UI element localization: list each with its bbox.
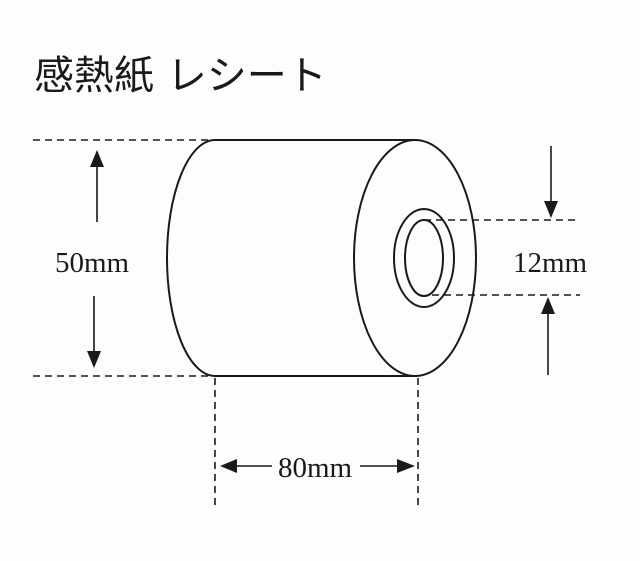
core-inner xyxy=(404,219,444,297)
core-diameter-label: 12mm xyxy=(513,247,588,279)
roll-back-edge xyxy=(166,139,216,377)
diagram-title: 感熱紙 レシート xyxy=(34,53,327,99)
arrow-right-icon xyxy=(397,459,415,473)
core-outer xyxy=(393,208,455,308)
arrow-down-icon xyxy=(544,201,558,218)
arrow-up-icon xyxy=(541,297,555,314)
paper-roll xyxy=(166,139,477,377)
arrow-left-icon xyxy=(220,459,237,473)
arrow-up-icon xyxy=(90,150,104,167)
width-label: 80mm xyxy=(278,452,353,484)
dimension-width: 80mm xyxy=(214,378,419,508)
dimension-core: 12mm xyxy=(424,146,588,375)
roll-front-face xyxy=(353,139,477,377)
arrow-down-icon xyxy=(87,351,101,368)
diameter-label: 50mm xyxy=(55,247,130,279)
dimension-diameter: 50mm xyxy=(33,139,215,377)
